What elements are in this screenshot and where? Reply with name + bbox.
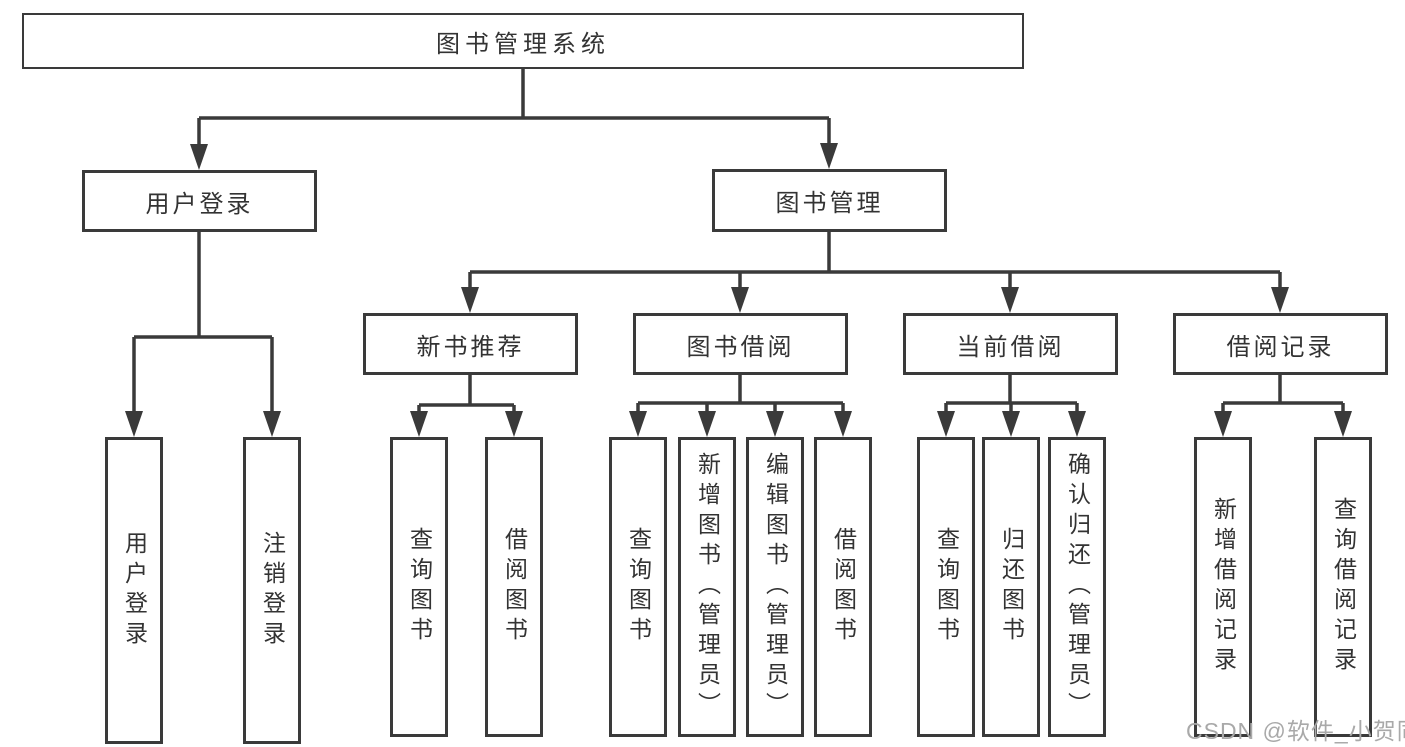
connector-book-management-children	[461, 232, 1289, 313]
leaf-current-confirm-return-admin: 确认归还（管理员）	[1048, 437, 1106, 737]
connector-new-book-children	[410, 375, 523, 437]
leaf-new-book-query-books: 查询图书	[390, 437, 448, 737]
connector-book-borrow-children	[629, 375, 852, 437]
node-current-borrow: 当前借阅	[903, 313, 1118, 375]
leaf-borrow-query-books: 查询图书	[609, 437, 667, 737]
node-book-borrow: 图书借阅	[633, 313, 848, 375]
leaf-borrow-edit-books-admin: 编辑图书（管理员）	[746, 437, 804, 737]
node-borrow-records: 借阅记录	[1173, 313, 1388, 375]
leaf-new-book-borrow-books: 借阅图书	[485, 437, 543, 737]
connector-current-borrow-children	[937, 375, 1086, 437]
node-book-management: 图书管理	[712, 169, 947, 232]
leaf-current-query-books: 查询图书	[917, 437, 975, 737]
node-new-book-recommend: 新书推荐	[363, 313, 578, 375]
connector-root-to-level2	[190, 69, 838, 170]
connector-user-login-children	[125, 232, 281, 437]
leaf-records-add-borrow-record: 新增借阅记录	[1194, 437, 1252, 737]
node-library-management-system: 图书管理系统	[22, 13, 1024, 69]
leaf-borrow-add-books-admin: 新增图书（管理员）	[678, 437, 736, 737]
leaf-current-return-books: 归还图书	[982, 437, 1040, 737]
connector-borrow-records-children	[1214, 375, 1352, 437]
csdn-watermark: CSDN @软件_小贺同学	[1186, 718, 1405, 744]
leaf-user-login: 用户登录	[105, 437, 163, 744]
leaf-logout: 注销登录	[243, 437, 301, 744]
leaf-borrow-borrow-books: 借阅图书	[814, 437, 872, 737]
node-user-login: 用户登录	[82, 170, 317, 232]
leaf-records-query-borrow-record: 查询借阅记录	[1314, 437, 1372, 737]
